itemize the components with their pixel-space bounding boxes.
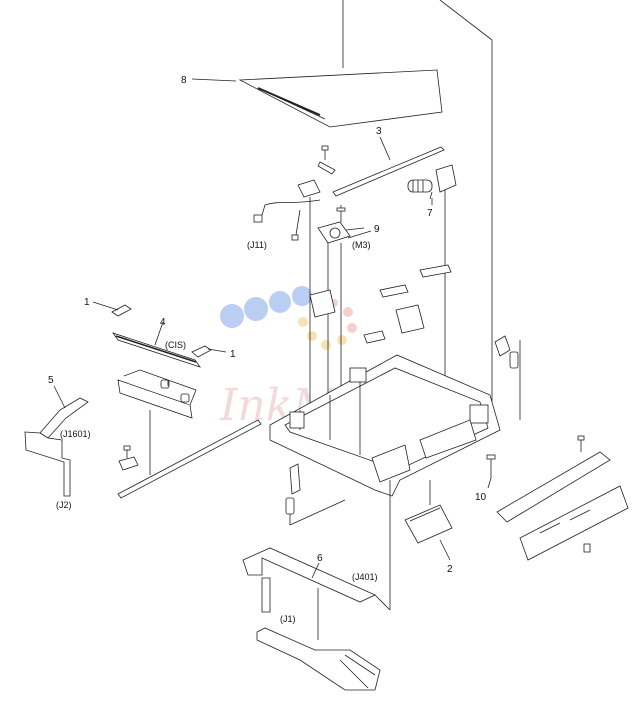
connector-j1: (J1) [280, 614, 296, 624]
part-7-gear [407, 164, 457, 205]
callout-3: 3 [376, 126, 382, 137]
callout-7: 7 [427, 208, 433, 219]
part-4-cis [111, 332, 202, 368]
connector-j1601: (J1601) [60, 429, 91, 439]
connector-cis: (CIS) [165, 340, 186, 350]
connector-m3: (M3) [352, 240, 371, 250]
part-2-cover [404, 480, 453, 544]
part-6-cable [242, 480, 391, 640]
callout-10: 10 [475, 492, 487, 503]
part-8-glass [238, 69, 443, 128]
part-1-clip-a [111, 304, 132, 317]
part-chassis [269, 354, 501, 497]
part-guide-rod [117, 419, 262, 499]
part-clip-right [494, 335, 519, 369]
connector-j401: (J401) [352, 572, 378, 582]
part-carriage [117, 369, 197, 475]
part-10-screw [486, 454, 496, 478]
part-3-rod [332, 146, 445, 197]
connector-j2: (J2) [56, 500, 72, 510]
callout-1a: 1 [84, 297, 90, 308]
part-bracket-lower [285, 463, 346, 526]
callout-6: 6 [317, 553, 323, 564]
callout-1b: 1 [230, 349, 236, 360]
part-1-clip-b [191, 345, 212, 358]
callout-9: 9 [374, 224, 380, 235]
part-9-motor [253, 199, 365, 244]
callout-8: 8 [181, 75, 187, 86]
part-screw-top [317, 145, 336, 175]
connector-j11: (J11) [247, 240, 267, 250]
callout-4: 4 [160, 317, 166, 328]
part-j1-cable [256, 627, 381, 691]
callout-5: 5 [48, 375, 54, 386]
part-bracket-left [297, 179, 321, 198]
callout-labels: 8 3 7 9 1 4 1 5 10 2 6 [48, 75, 487, 575]
part-screw-left [118, 445, 139, 471]
watermark-dots [220, 286, 357, 350]
connector-labels: (J11) (M3) (CIS) (J1601) (J2) (J401) (J1… [56, 240, 378, 624]
callout-2: 2 [447, 564, 453, 575]
part-5-cable [24, 397, 89, 497]
part-side-panel [496, 435, 629, 561]
